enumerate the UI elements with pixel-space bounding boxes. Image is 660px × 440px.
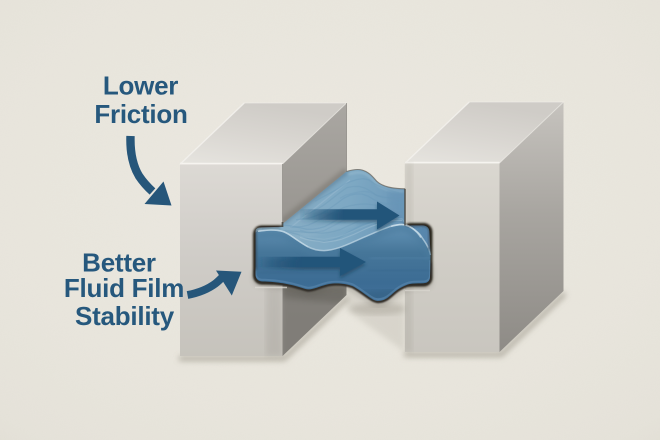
svg-text:Fluid Film: Fluid Film <box>64 273 184 303</box>
svg-text:Better: Better <box>82 248 156 278</box>
svg-text:Lower: Lower <box>103 71 178 101</box>
svg-text:Friction: Friction <box>94 99 187 129</box>
svg-text:Stability: Stability <box>75 301 175 331</box>
